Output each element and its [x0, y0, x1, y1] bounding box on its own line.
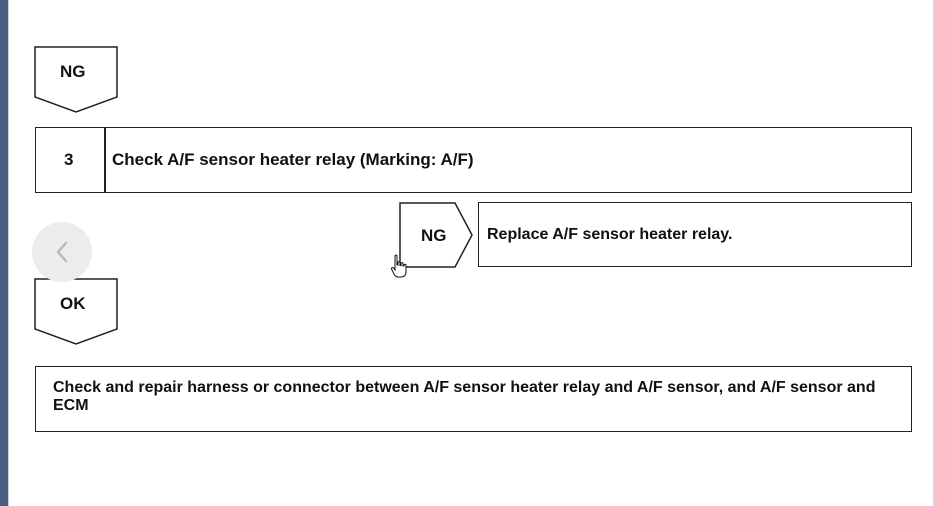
step-title: Check A/F sensor heater relay (Marking: … — [112, 150, 474, 169]
step-3-box: 3 Check A/F sensor heater relay (Marking… — [35, 127, 912, 193]
ng-branch-action-text: Replace A/F sensor heater relay. — [487, 226, 733, 243]
ng-branch-action-box: Replace A/F sensor heater relay. — [478, 202, 912, 267]
viewer-right-border — [933, 0, 935, 506]
final-action-text: Check and repair harness or connector be… — [53, 379, 876, 414]
viewer-left-border — [0, 0, 8, 506]
ok-tag-label: OK — [60, 294, 86, 313]
ng-tag-top-label: NG — [60, 62, 86, 81]
step-number: 3 — [64, 150, 74, 169]
ng-branch-tag-label: NG — [421, 226, 447, 245]
hand-pointer-icon — [390, 254, 407, 278]
previous-page-button[interactable] — [32, 222, 92, 282]
viewer-left-border-highlight — [8, 0, 9, 506]
chevron-left-icon — [56, 241, 68, 263]
final-action-box: Check and repair harness or connector be… — [35, 366, 912, 432]
step-number-divider — [104, 128, 106, 192]
